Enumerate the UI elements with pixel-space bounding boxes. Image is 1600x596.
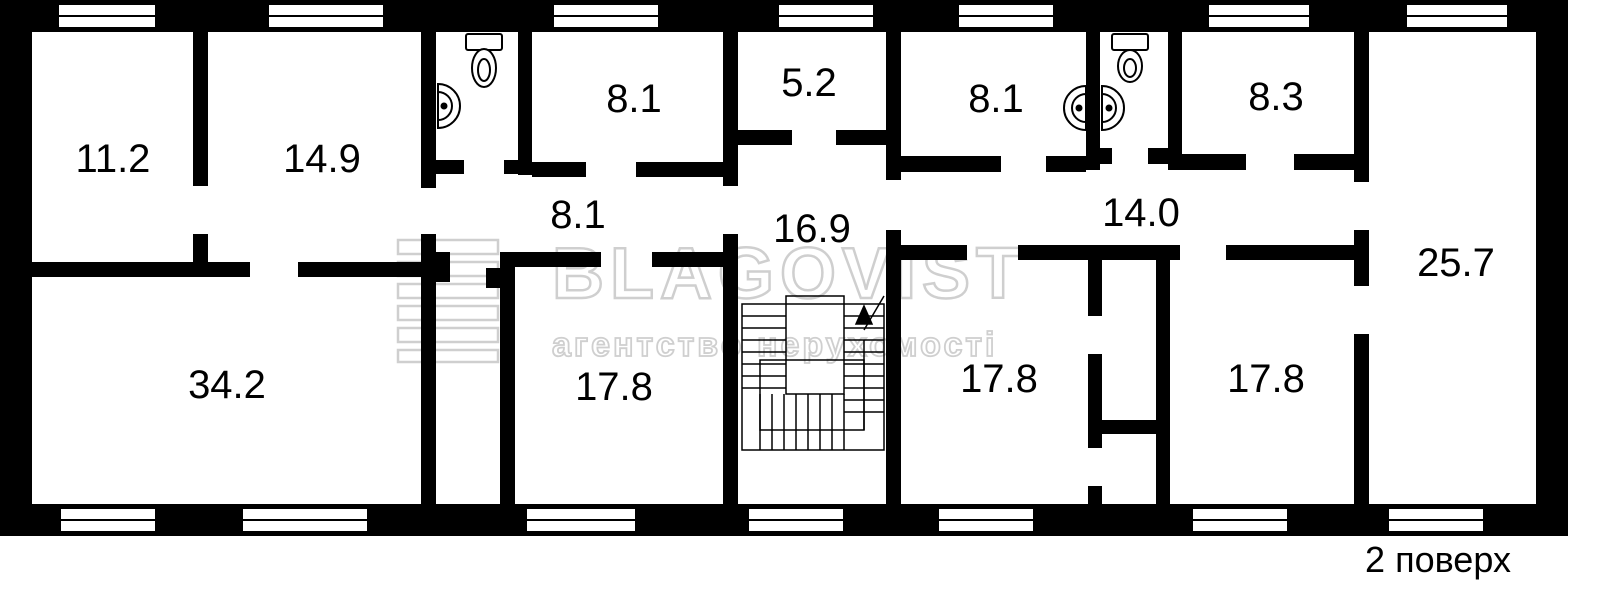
window-icon: [747, 507, 845, 533]
window-icon: [59, 507, 157, 533]
room-area-label: 34.2: [188, 363, 266, 407]
sink-icon: [1063, 84, 1087, 132]
window-icon: [1405, 3, 1509, 29]
room-area-label: 17.8: [575, 365, 653, 409]
window-icon: [777, 3, 875, 29]
room-area-label: 17.8: [960, 357, 1038, 401]
sink-icon: [1101, 84, 1125, 132]
room-area-label: 14.9: [283, 137, 361, 181]
window-icon: [552, 3, 660, 29]
floor-label: 2 поверх: [1365, 539, 1511, 580]
window-icon: [937, 507, 1035, 533]
room-area-label: 14.0: [1102, 191, 1180, 235]
room-area-label: 11.2: [76, 137, 151, 181]
window-icon: [957, 3, 1055, 29]
room-area-label: 17.8: [1227, 357, 1305, 401]
window-icon: [241, 507, 369, 533]
room-area-label: 8.3: [1248, 75, 1304, 119]
room-area-label: 8.1: [606, 77, 662, 121]
window-icon: [1207, 3, 1311, 29]
window-icon: [1387, 507, 1485, 533]
toilet-icon: [1111, 33, 1149, 83]
window-icon: [267, 3, 385, 29]
toilet-icon: [465, 33, 503, 88]
sink-icon: [437, 82, 461, 130]
room-area-label: 8.1: [550, 193, 606, 237]
room-area-label: 16.9: [773, 207, 851, 251]
room-area-label: 5.2: [781, 61, 837, 105]
room-labels: 11.2 14.9 8.1 5.2 8.1 8.3 8.1 16.9 14.0 …: [76, 61, 1495, 409]
fixtures: [437, 33, 1149, 132]
window-icon: [1191, 507, 1289, 533]
windows: [57, 3, 1509, 533]
room-area-label: 8.1: [968, 77, 1024, 121]
window-icon: [57, 3, 157, 29]
room-area-label: 25.7: [1417, 241, 1495, 285]
staircase-icon: [741, 295, 885, 451]
watermark-tagline: агентство нерухомості: [552, 326, 997, 364]
window-icon: [525, 507, 637, 533]
